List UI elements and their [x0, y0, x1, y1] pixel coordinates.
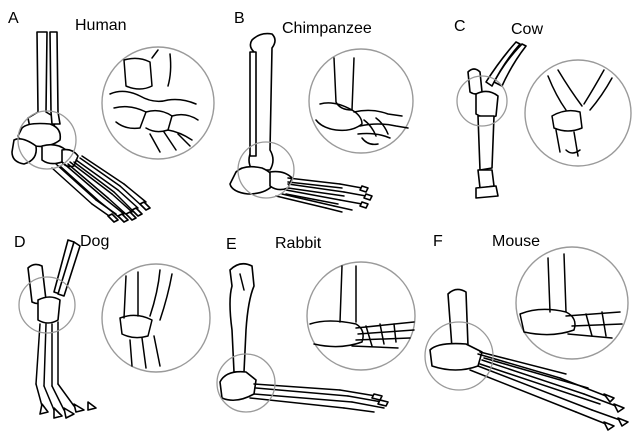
mouse-ankle-magnifier — [516, 247, 628, 359]
panel-f-mouse — [425, 247, 628, 430]
panel-a-human — [12, 32, 214, 222]
panel-c-species-label: Cow — [511, 22, 543, 38]
panel-c-letter: C — [454, 19, 466, 35]
panel-e-rabbit — [217, 262, 415, 412]
panel-b-letter: B — [234, 11, 245, 27]
rabbit-ankle-magnifier — [307, 262, 415, 370]
panel-c-cow — [457, 42, 631, 198]
panel-a-species-label: Human — [75, 18, 127, 34]
panel-d-species-label: Dog — [80, 234, 109, 250]
panel-b-chimpanzee — [230, 34, 413, 212]
panel-f-letter: F — [433, 234, 443, 250]
panel-a-letter: A — [8, 11, 19, 27]
dog-ankle-magnifier — [102, 264, 210, 372]
human-ankle-magnifier — [102, 47, 214, 159]
cow-leg-skeleton — [468, 42, 526, 198]
panel-d-dog — [19, 240, 210, 418]
cow-ankle-magnifier — [525, 60, 631, 166]
panel-e-letter: E — [226, 237, 237, 253]
panel-d-letter: D — [14, 235, 26, 251]
panel-f-species-label: Mouse — [492, 234, 540, 250]
panel-e-species-label: Rabbit — [275, 236, 321, 252]
panel-b-species-label: Chimpanzee — [282, 21, 372, 37]
chimpanzee-ankle-magnifier — [309, 49, 413, 153]
